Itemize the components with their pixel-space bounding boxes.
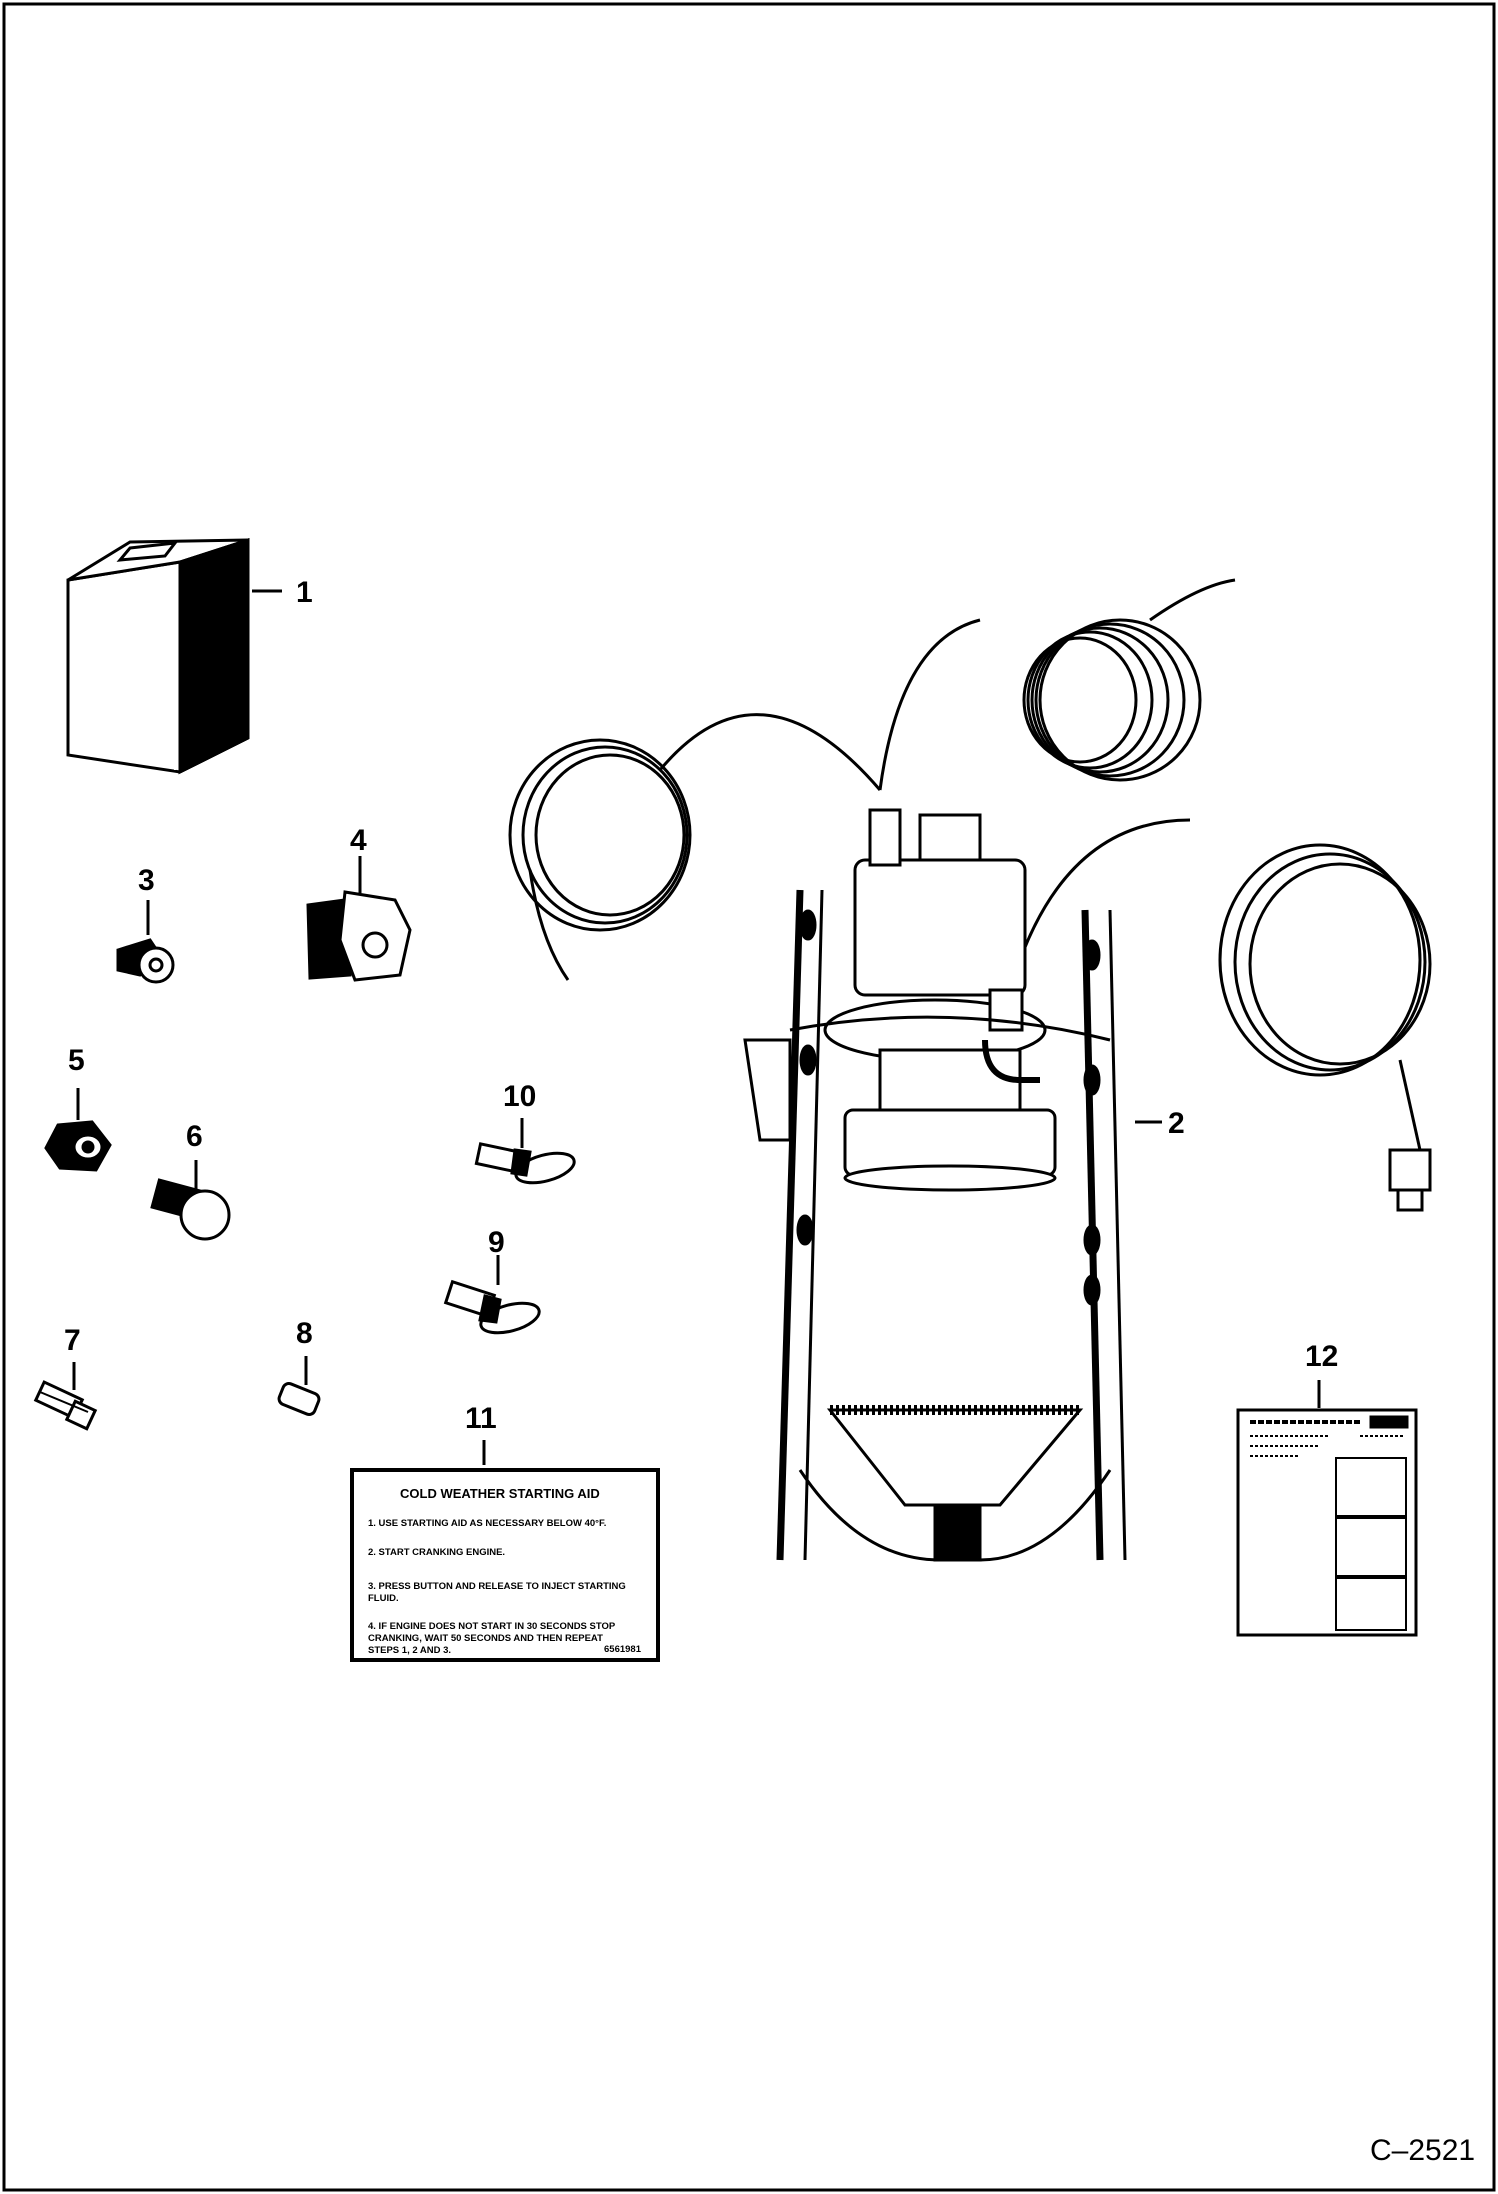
decal-cold-weather: COLD WEATHER STARTING AID 1. USE STARTIN… xyxy=(350,1468,660,1662)
part-2-assembly xyxy=(508,578,1432,1562)
part-4-fitting xyxy=(306,890,412,982)
decal-title: COLD WEATHER STARTING AID xyxy=(400,1486,600,1501)
decal-line-1: 1. USE STARTING AID AS NECESSARY BELOW 4… xyxy=(368,1518,606,1529)
callout-11: 11 xyxy=(465,1402,497,1435)
decal-line-2: 2. START CRANKING ENGINE. xyxy=(368,1547,505,1558)
decal-line-6: CRANKING, WAIT 50 SECONDS AND THEN REPEA… xyxy=(368,1633,603,1644)
callout-10: 10 xyxy=(503,1080,536,1113)
decal-part-number: 6561981 xyxy=(604,1644,642,1655)
callout-8: 8 xyxy=(296,1317,313,1350)
callout-9: 9 xyxy=(488,1226,505,1259)
callout-5: 5 xyxy=(68,1044,85,1077)
part-10-terminal xyxy=(474,1142,576,1185)
part-1-box xyxy=(66,537,250,775)
callout-4: 4 xyxy=(350,824,367,857)
part-8-connector xyxy=(277,1381,321,1417)
part-9-terminal xyxy=(443,1279,541,1335)
decal-line-7: STEPS 1, 2 AND 3. xyxy=(368,1645,451,1656)
part-7-fuse xyxy=(33,1380,98,1431)
decal-line-3: 3. PRESS BUTTON AND RELEASE TO INJECT ST… xyxy=(368,1581,626,1592)
part-5-nut xyxy=(44,1120,112,1172)
callout-6: 6 xyxy=(186,1120,203,1153)
decal-line-5: 4. IF ENGINE DOES NOT START IN 30 SECOND… xyxy=(368,1621,616,1632)
callout-2: 2 xyxy=(1168,1107,1185,1140)
figure-code: C–2521 xyxy=(1370,2134,1475,2167)
callout-1: 1 xyxy=(296,576,313,609)
callout-3: 3 xyxy=(138,864,155,897)
callout-12: 12 xyxy=(1305,1340,1338,1373)
decal-line-4: FLUID. xyxy=(368,1593,399,1604)
part-6-bolt xyxy=(150,1178,231,1241)
part-3-plug xyxy=(116,938,175,984)
instructions-sheet xyxy=(1236,1408,1418,1637)
callout-7: 7 xyxy=(64,1324,81,1357)
